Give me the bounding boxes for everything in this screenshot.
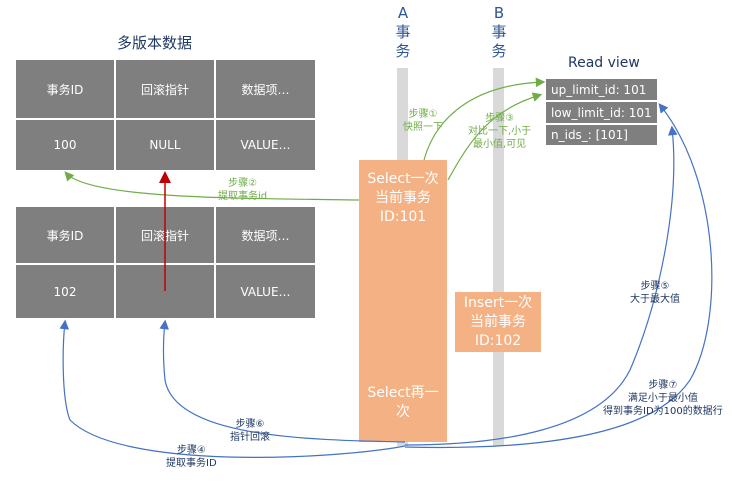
arrow-step5 bbox=[404, 125, 678, 446]
tx-a-select-box: Select一次 当前事务 ID:101 Select再一 次 bbox=[359, 160, 447, 442]
read-view-up-limit: up_limit_id: 101 bbox=[545, 78, 658, 101]
arrow-step1 bbox=[423, 77, 546, 161]
table-bottom-header-txid: 事务ID bbox=[15, 206, 115, 264]
table-bottom-value-data: VALUE… bbox=[215, 264, 316, 319]
lane-b-bar bbox=[493, 68, 504, 446]
lane-b-label: B 事 务 bbox=[491, 4, 507, 60]
lane-a-label: A 事 务 bbox=[395, 4, 411, 60]
table-bottom-value-txid: 102 bbox=[15, 264, 115, 319]
table-top-value-rollptr: NULL bbox=[115, 119, 215, 171]
table-bottom-header-data: 数据项… bbox=[215, 206, 316, 264]
read-view-title: Read view bbox=[568, 55, 640, 71]
table-top-header-data: 数据项… bbox=[215, 59, 316, 119]
arrow-step6 bbox=[159, 319, 406, 443]
read-view-n-ids: n_ids_: [101] bbox=[545, 124, 658, 146]
arrow-step7 bbox=[404, 103, 713, 449]
arrow-step4 bbox=[59, 319, 406, 458]
table-top-value-txid: 100 bbox=[15, 119, 115, 171]
table-top-header-rollptr: 回滚指针 bbox=[115, 59, 215, 119]
tx-a-select-second-text: Select再一 次 bbox=[367, 385, 439, 420]
tx-b-insert-box: Insert一次 当前事务 ID:102 bbox=[455, 292, 541, 352]
multi-version-title: 多版本数据 bbox=[117, 34, 193, 52]
arrow-step2 bbox=[64, 171, 360, 201]
read-view-low-limit: low_limit_id: 101 bbox=[545, 101, 658, 124]
table-top-header-txid: 事务ID bbox=[15, 59, 115, 119]
table-top-value-data: VALUE… bbox=[215, 119, 316, 171]
tx-a-select-first-text: Select一次 当前事务 ID:101 bbox=[367, 171, 439, 225]
arrow-step3 bbox=[447, 92, 543, 181]
